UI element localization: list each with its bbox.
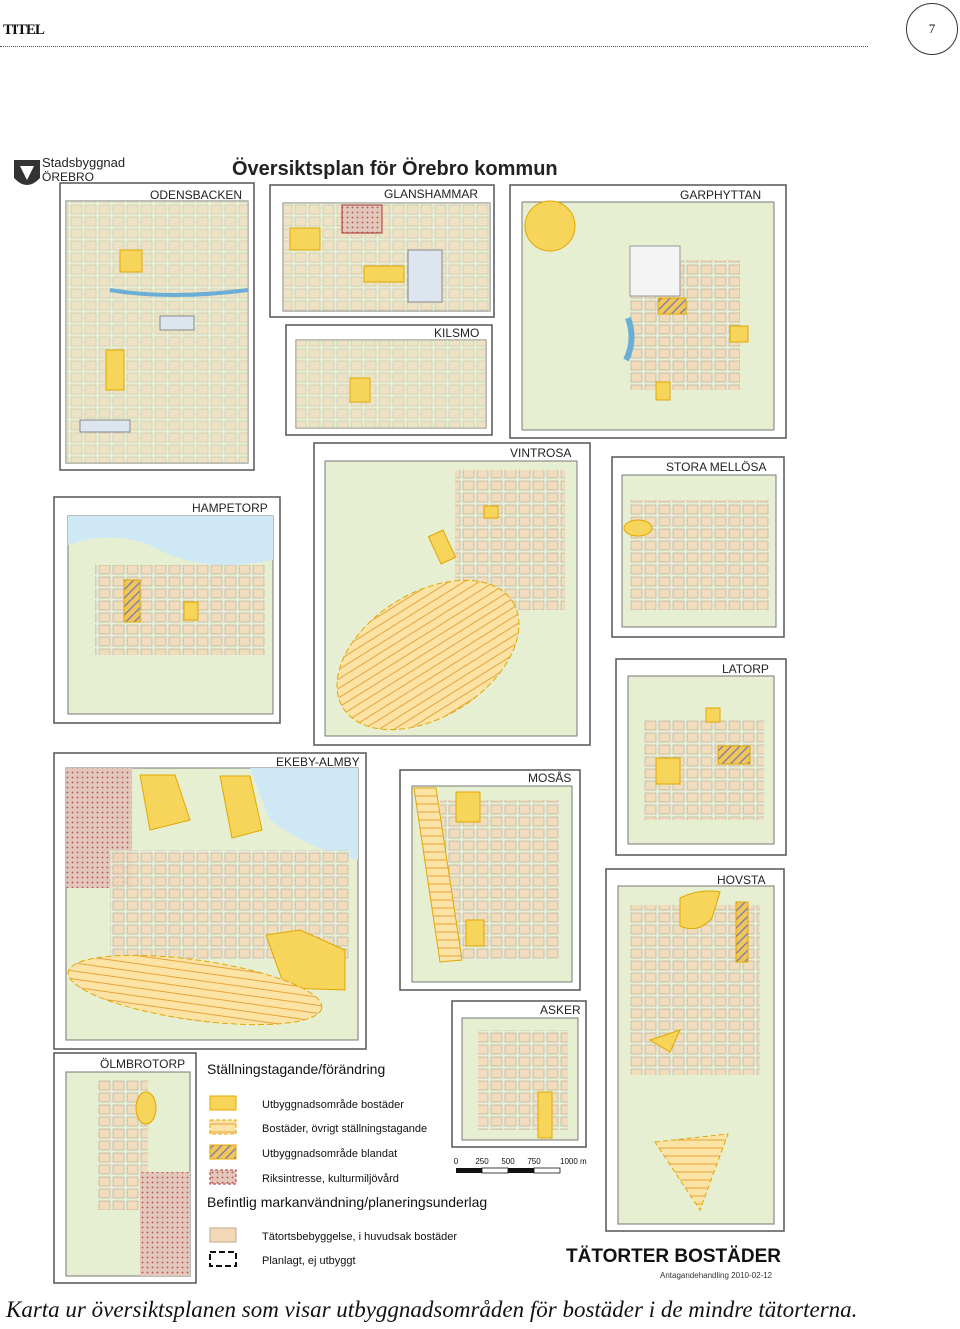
label-latorp: LATORP xyxy=(722,662,769,676)
scale-label-750: 750 xyxy=(527,1157,541,1166)
label-hovsta: HOVSTA xyxy=(717,873,765,887)
legend-heading-existing: Befintlig markanvändning/planeringsunder… xyxy=(207,1194,487,1210)
map-legend: Ställningstagande/förändring Utbyggnadso… xyxy=(207,1061,487,1267)
inset-asker: ASKER xyxy=(451,1000,587,1148)
inset-latorp: LATORP xyxy=(615,658,787,856)
inset-mosas: MOSÅS xyxy=(399,769,581,991)
inset-hovsta: HOVSTA xyxy=(605,868,785,1232)
inset-hampetorp: HAMPETORP xyxy=(53,496,281,724)
label-asker: ASKER xyxy=(540,1003,581,1017)
scale-label-0: 0 xyxy=(454,1157,459,1166)
legend-swatch-heritage xyxy=(209,1169,237,1185)
scale-label-1000: 1000 m xyxy=(560,1157,587,1166)
label-garphyttan: GARPHYTTAN xyxy=(680,188,761,202)
legend-heading-change: Ställningstagande/förändring xyxy=(207,1061,385,1077)
scale-bar: 0 250 500 750 1000 m xyxy=(454,1157,587,1174)
label-ekeby-almby: EKEBY-ALMBY xyxy=(276,755,360,769)
label-odensbacken: ODENSBACKEN xyxy=(150,188,242,202)
inset-olmbrotorp: ÖLMBROTORP xyxy=(53,1052,197,1284)
inset-garphyttan: GARPHYTTAN xyxy=(509,184,787,439)
header-rule xyxy=(0,46,868,47)
overview-map: Stadsbyggnad ÖREBRO Översiktsplan för Ör… xyxy=(0,140,960,1290)
legend-swatch-settlement xyxy=(209,1227,237,1243)
label-olmbrotorp: ÖLMBROTORP xyxy=(100,1057,185,1071)
legend-item-other: Bostäder, övrigt ställningstagande xyxy=(262,1123,427,1135)
map-footer-subtitle: Antagandehandling 2010-02-12 xyxy=(660,1271,773,1280)
label-kilsmo: KILSMO xyxy=(434,326,479,340)
label-vintrosa: VINTROSA xyxy=(510,446,571,460)
label-hampetorp: HAMPETORP xyxy=(192,501,268,515)
header-title: TITEL xyxy=(3,22,45,38)
logo-line2: ÖREBRO xyxy=(42,170,94,184)
legend-item-development: Utbyggnadsområde bostäder xyxy=(262,1099,404,1111)
legend-swatch-development xyxy=(209,1095,237,1111)
logo-line1: Stadsbyggnad xyxy=(42,155,125,170)
figure-caption: Karta ur översiktsplanen som visar utbyg… xyxy=(6,1297,858,1322)
city-logo: Stadsbyggnad ÖREBRO xyxy=(14,155,125,185)
inset-glanshammar: GLANSHAMMAR xyxy=(269,184,495,318)
map-title: Översiktsplan för Örebro kommun xyxy=(232,157,558,180)
inset-kilsmo: KILSMO xyxy=(285,324,493,436)
inset-ekeby-almby: EKEBY-ALMBY xyxy=(53,752,367,1050)
label-mosas: MOSÅS xyxy=(528,770,571,785)
map-footer-title: TÄTORTER BOSTÄDER xyxy=(566,1246,781,1267)
legend-item-mixed: Utbyggnadsområde blandat xyxy=(262,1148,397,1160)
inset-vintrosa: VINTROSA xyxy=(313,442,591,746)
legend-swatch-mixed xyxy=(209,1144,237,1160)
legend-swatch-other xyxy=(209,1119,237,1135)
page-number: 7 xyxy=(906,3,958,55)
inset-odensbacken: ODENSBACKEN xyxy=(59,182,255,471)
legend-item-planned: Planlagt, ej utbyggt xyxy=(262,1255,356,1267)
label-stora-mellosa: STORA MELLÖSA xyxy=(666,460,766,474)
inset-stora-mellosa: STORA MELLÖSA xyxy=(611,456,785,638)
legend-item-heritage: Riksintresse, kulturmiljövård xyxy=(262,1173,399,1185)
scale-label-500: 500 xyxy=(501,1157,515,1166)
scale-label-250: 250 xyxy=(475,1157,489,1166)
legend-swatch-planned xyxy=(209,1251,237,1267)
label-glanshammar: GLANSHAMMAR xyxy=(384,187,478,201)
legend-item-settlement: Tätortsbebyggelse, i huvudsak bostäder xyxy=(262,1231,457,1243)
